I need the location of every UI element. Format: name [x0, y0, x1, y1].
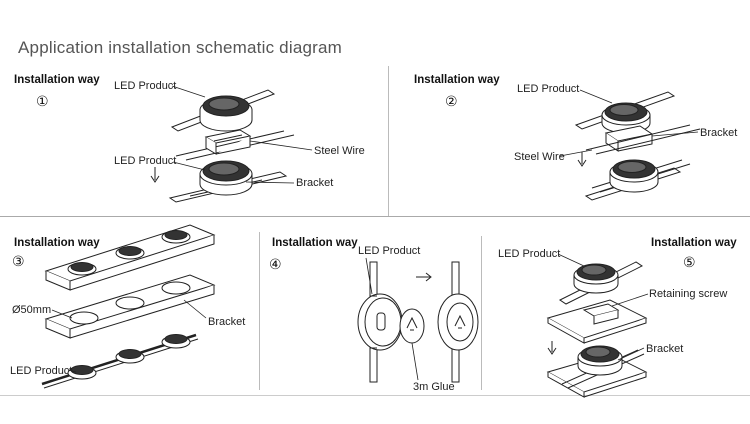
- label-glue: 3m Glue: [413, 381, 455, 393]
- page-title: Application installation schematic diagr…: [18, 38, 343, 57]
- divider-vertical-top: [388, 66, 389, 216]
- label-led-product: LED Product: [358, 245, 421, 257]
- panel-heading: Installation way: [414, 74, 500, 86]
- step-number: ②: [445, 94, 458, 110]
- label-led-product: LED Product: [10, 365, 73, 377]
- panel-heading: Installation way: [651, 237, 737, 249]
- divider-vertical-bottom-right: [481, 236, 482, 390]
- panel-heading: Installation way: [14, 237, 100, 249]
- label-led-product: LED Product: [114, 80, 177, 92]
- label-steel-wire: Steel Wire: [314, 145, 365, 157]
- step-number: ①: [36, 94, 49, 110]
- divider-bottom: [0, 395, 750, 396]
- divider-horizontal: [0, 216, 750, 217]
- label-retaining-screw: Retaining screw: [649, 288, 728, 300]
- step-number: ⑤: [683, 255, 696, 271]
- label-bracket: Bracket: [700, 127, 738, 139]
- label-bracket: Bracket: [296, 177, 334, 189]
- label-led-product: LED Product: [517, 83, 580, 95]
- label-led-product: LED Product: [498, 248, 561, 260]
- label-diameter: Ø50mm: [12, 304, 52, 316]
- label-bracket: Bracket: [208, 316, 246, 328]
- label-bracket: Bracket: [646, 343, 684, 355]
- divider-vertical-bottom-left: [259, 232, 260, 390]
- step-number: ④: [269, 257, 282, 273]
- panel-heading: Installation way: [14, 74, 100, 86]
- step-number: ③: [12, 254, 25, 270]
- panel-heading: Installation way: [272, 237, 358, 249]
- label-led-product: LED Product: [114, 155, 177, 167]
- label-steel-wire: Steel Wire: [514, 151, 565, 163]
